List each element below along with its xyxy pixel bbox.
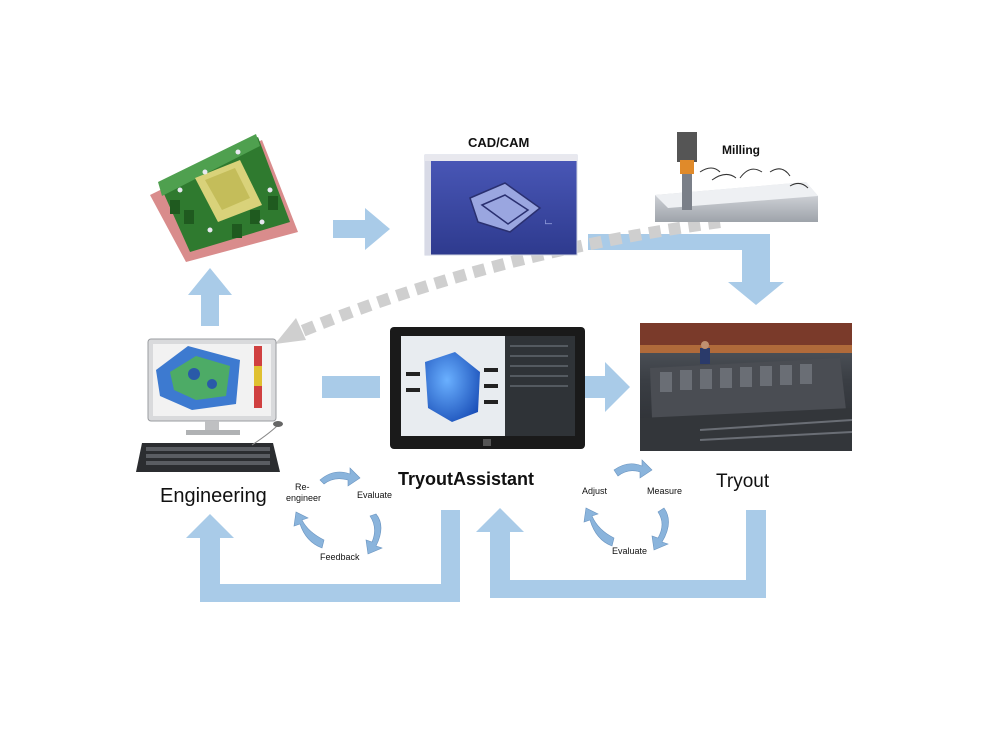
- flow-arrows: [186, 208, 784, 602]
- die-model-image: [150, 134, 298, 262]
- tryout-assistant-label: TryoutAssistant: [398, 469, 535, 489]
- milling-label: Milling: [722, 143, 760, 157]
- arrow-assistant-to-tryout: [585, 362, 630, 412]
- milling-image: [655, 132, 818, 222]
- tryout-press-image: [640, 323, 853, 451]
- svg-text:Γ: Γ: [544, 219, 555, 225]
- dashed-feedback-arrow: [275, 216, 721, 344]
- engineering-workstation-image: [136, 338, 283, 472]
- cad-cam-label: CAD/CAM: [468, 135, 530, 150]
- cycle-reengineer-label-2: engineer: [286, 493, 322, 503]
- engineering-label: Engineering: [160, 485, 267, 507]
- arrow-engineering-to-die: [188, 268, 232, 326]
- tablet-image: [390, 327, 585, 449]
- cycle-measure-label: Measure: [647, 486, 683, 496]
- arrow-die-to-cad: [333, 208, 390, 250]
- cycle-right-arrows: [583, 459, 669, 551]
- arrow-cad-to-tryout: [588, 234, 784, 305]
- cycle-feedback-label: Feedback: [320, 552, 360, 562]
- tryout-label: Tryout: [716, 471, 770, 492]
- cycle-evaluate-label: Evaluate: [357, 490, 393, 500]
- arrow-tryout-to-assistant: [476, 508, 766, 598]
- cycle-reengineer-label-1: Re-: [295, 482, 310, 492]
- arrow-assistant-to-engineering: [186, 510, 460, 602]
- cycle-evaluate-right-label: Evaluate: [612, 546, 648, 556]
- cycle-adjust-label: Adjust: [582, 486, 608, 496]
- cad-cam-screen-image: Γ: [424, 154, 578, 256]
- cycle-left-arrows: [293, 467, 383, 555]
- arrow-engineering-to-assistant: [322, 376, 380, 398]
